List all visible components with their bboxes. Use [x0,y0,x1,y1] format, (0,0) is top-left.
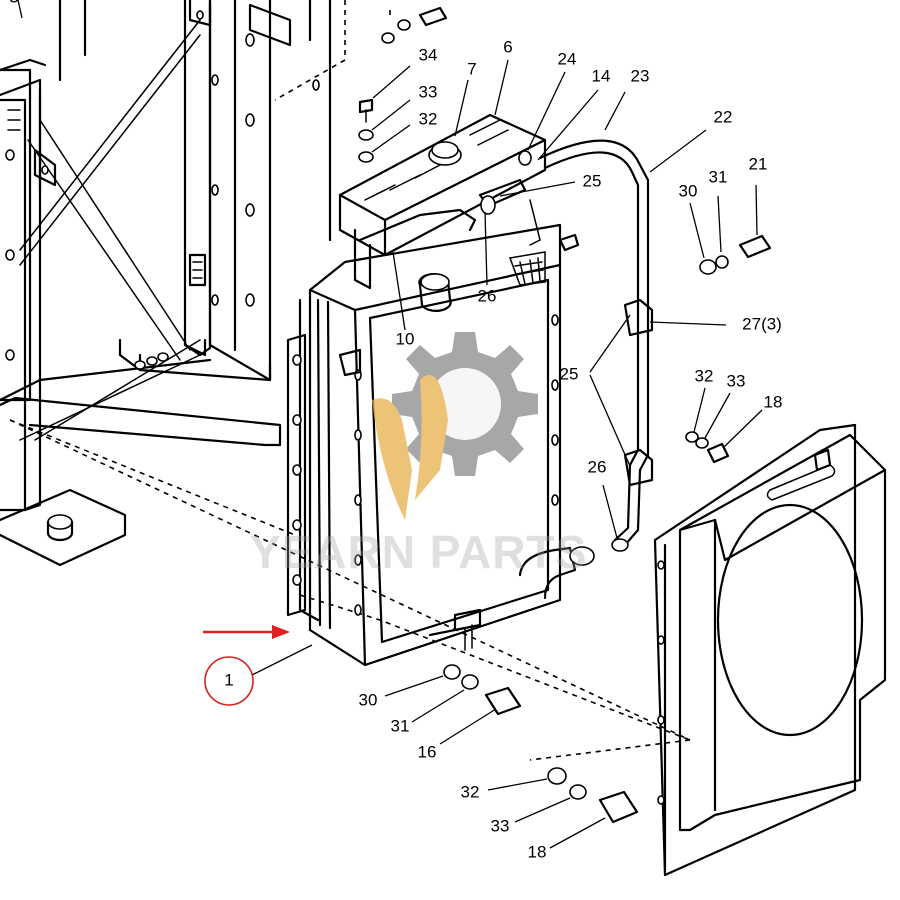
callout-32[interactable]: 32 [419,109,438,128]
callout-16[interactable]: 16 [418,742,437,761]
highlight-circle[interactable] [204,656,254,706]
hardware [358,6,772,824]
coolant-hose [538,139,654,552]
callout-21[interactable]: 21 [749,154,768,173]
callout-14[interactable]: 14 [592,66,611,85]
callout-3[interactable]: 3 [9,0,18,6]
arrow-head-icon [272,625,290,639]
callout-32-right[interactable]: 32 [695,366,714,385]
callout-26-lower[interactable]: 26 [588,457,607,476]
blade-logo-icon [372,375,448,520]
callout-33[interactable]: 33 [419,82,438,101]
callout-24[interactable]: 24 [558,49,577,68]
callout-31-lower[interactable]: 31 [391,716,410,735]
brand-watermark: YEARN PARTS [250,332,587,578]
gear-logo-icon [392,332,538,476]
callout-34[interactable]: 34 [419,45,438,64]
callout-23[interactable]: 23 [631,66,650,85]
callout-31-upper[interactable]: 31 [709,167,728,186]
shroud-support-frame [188,0,346,382]
coolant-reservoir [338,113,580,290]
watermark-brand-text: YEARN PARTS [250,526,587,578]
callout-33-right[interactable]: 33 [727,371,746,390]
callout-18-bottom[interactable]: 18 [528,842,547,861]
callout-10[interactable]: 10 [396,329,415,348]
callout-27[interactable]: 27(3) [742,314,782,333]
callout-6[interactable]: 6 [503,37,512,56]
callout-1[interactable]: 1 [224,670,233,689]
callout-25-upper[interactable]: 25 [583,171,602,190]
callout-32-bottom[interactable]: 32 [461,782,480,801]
fan-shroud [653,423,887,877]
callout-30-lower[interactable]: 30 [359,690,378,709]
highlight-marker [203,625,290,706]
callout-25-lower[interactable]: 25 [560,364,579,383]
callout-22[interactable]: 22 [714,107,733,126]
callout-7[interactable]: 7 [467,59,476,78]
radiator-assembly [286,223,595,667]
callout-labels: 3 34 33 32 7 6 24 14 23 22 25 21 31 30 1… [9,0,782,861]
callout-30-upper[interactable]: 30 [679,181,698,200]
callout-33-bottom[interactable]: 33 [491,816,510,835]
leader-lines [17,0,763,849]
assembly-guide-lines [9,10,691,761]
callout-18-right[interactable]: 18 [764,392,783,411]
callout-26-upper[interactable]: 26 [478,286,497,305]
machine-frame [0,0,282,567]
